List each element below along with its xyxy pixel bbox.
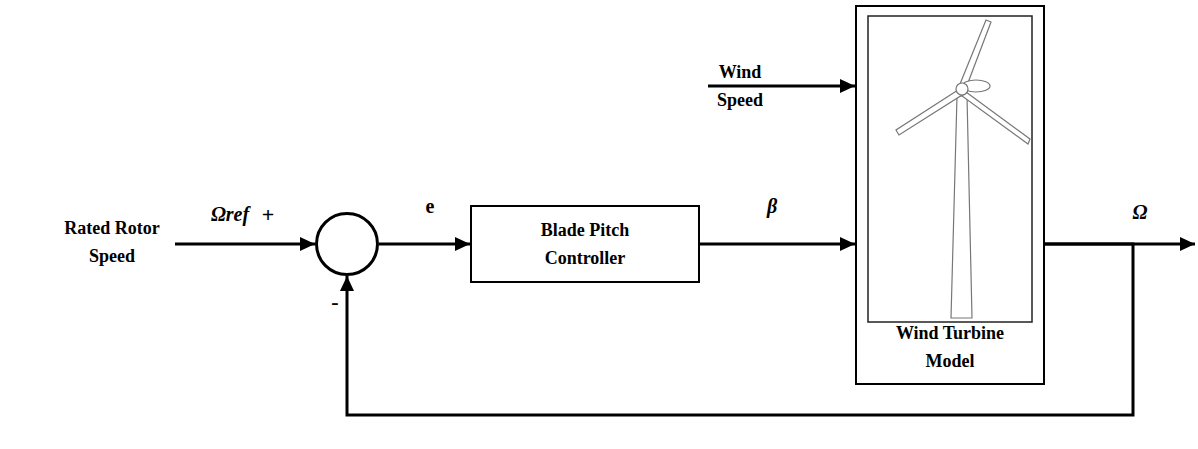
turbine-box: Wind Turbine Model	[855, 5, 1045, 385]
disturbance-label: Wind Speed	[700, 58, 780, 114]
signal-name: β	[760, 192, 784, 220]
input-label: Rated Rotor Speed	[47, 214, 177, 270]
turbine-illustration	[896, 20, 1030, 318]
reference-arrow	[175, 243, 315, 246]
wind-arrow	[708, 85, 855, 88]
signal-arrow	[700, 243, 855, 246]
summing-junction: +-	[315, 212, 379, 276]
image-frame	[868, 16, 1032, 322]
sign-label: -	[328, 288, 342, 316]
node-title: Blade Pitch Controller	[515, 216, 655, 272]
sign-label: +	[258, 201, 278, 229]
signal-name: Ω	[1126, 198, 1154, 226]
controller-box: Blade Pitch Controller	[470, 205, 700, 283]
signal-arrow	[379, 243, 470, 246]
signal-name: Ωref	[200, 200, 260, 228]
signal-arrow	[347, 244, 1133, 415]
signal-name: e	[420, 192, 440, 220]
node-title: Wind Turbine Model	[880, 319, 1020, 375]
